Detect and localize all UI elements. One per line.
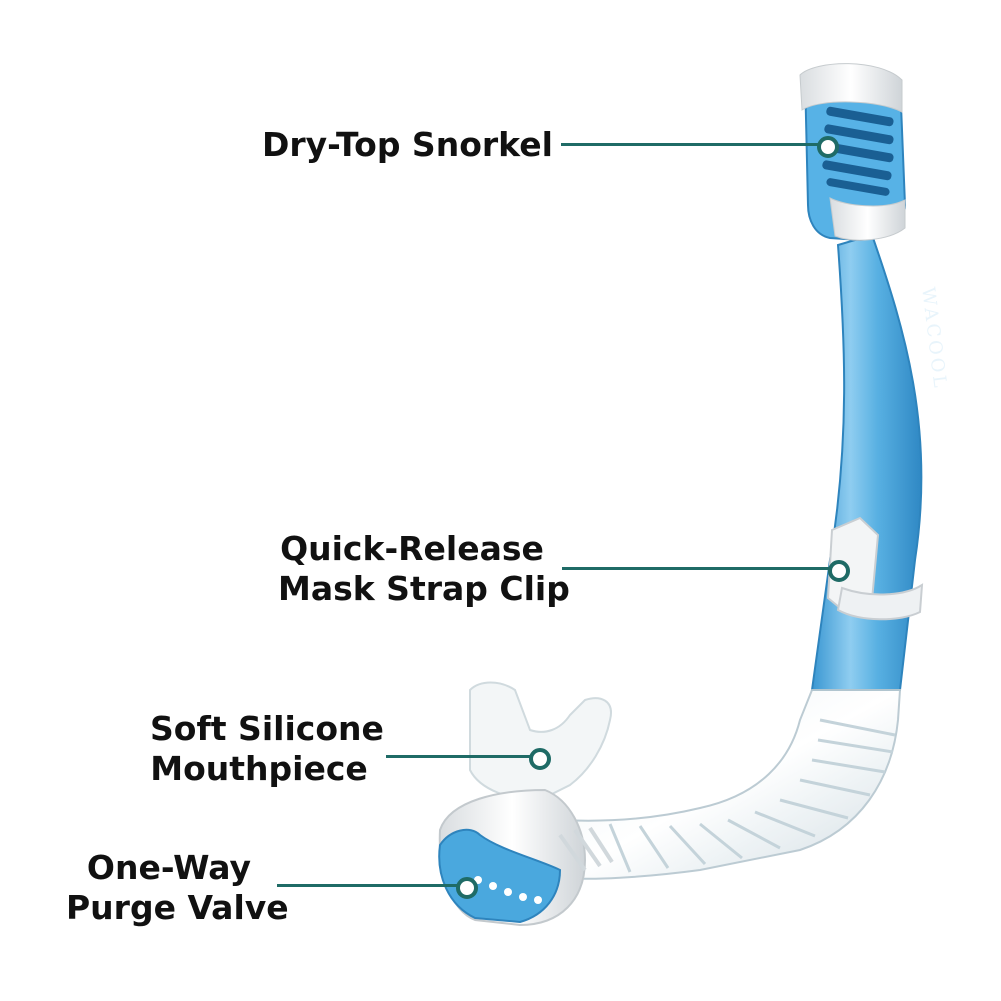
mask-strap-clip [826, 516, 924, 621]
dry-top-cap [799, 63, 903, 113]
leader-line-mouthpiece [386, 755, 532, 758]
mouthpiece [469, 681, 612, 802]
callout-label-clip: Quick-Release Mask Strap Clip [278, 529, 570, 609]
dry-top-vents [822, 106, 894, 196]
marker-dot-mouthpiece [529, 748, 551, 770]
marker-dot-clip [828, 560, 850, 582]
callout-line: One-Way [86, 848, 252, 887]
marker-dot-purge [456, 877, 478, 899]
callout-line: Mouthpiece [150, 749, 368, 788]
callout-line: Purge Valve [66, 888, 289, 927]
hose-ribs [608, 718, 896, 873]
connector-rings [558, 826, 614, 872]
leader-line-dry-top [561, 143, 819, 146]
callout-line: Dry-Top Snorkel [262, 125, 553, 164]
dry-top-collar [829, 197, 906, 241]
purge-valve-blue [438, 828, 562, 924]
leader-line-clip [562, 567, 830, 570]
callout-label-dry-top: Dry-Top Snorkel [262, 125, 553, 165]
marker-dot-dry-top [817, 136, 839, 158]
leader-line-purge [277, 884, 460, 887]
snorkel-tube [810, 233, 923, 691]
callout-line: Soft Silicone [150, 709, 384, 748]
callout-label-purge: One-Way Purge Valve [66, 848, 289, 928]
callout-line: Quick-Release [280, 529, 544, 568]
callout-label-mouthpiece: Soft Silicone Mouthpiece [150, 709, 384, 789]
callout-line: Mask Strap Clip [278, 569, 570, 608]
purge-valve-holes [474, 876, 542, 904]
